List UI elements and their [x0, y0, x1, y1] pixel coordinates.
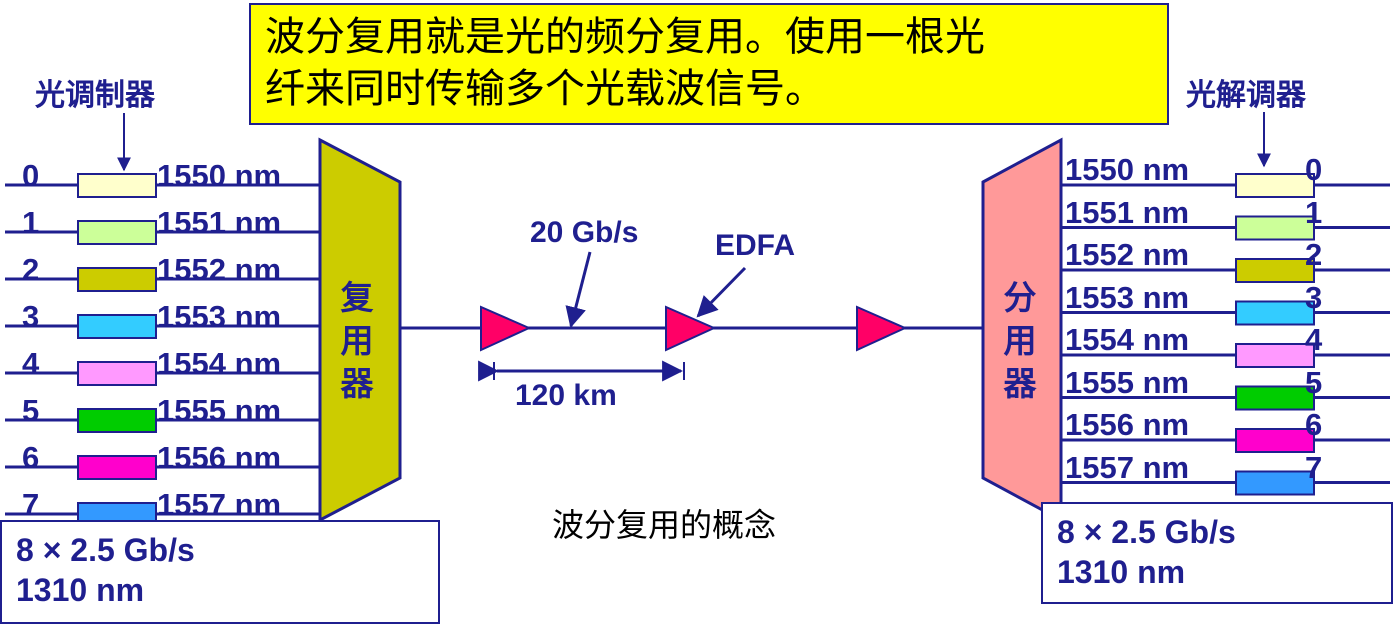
input-channel-wavelength: 1554 nm [157, 346, 282, 381]
output-channel-wavelength: 1553 nm [1065, 279, 1190, 315]
input-spec-box: 8 × 2.5 Gb/s 1310 nm [0, 520, 440, 624]
input-channel-wavelength: 1551 nm [157, 205, 282, 240]
output-channel-index: 2 [1305, 237, 1323, 272]
output-channel-index: 0 [1305, 152, 1323, 187]
input-channel-wavelength: 1556 nm [157, 440, 282, 475]
modulator-box-3 [77, 314, 157, 339]
demodulator-box-4 [1235, 343, 1315, 368]
demultiplexer-label: 分用器 [1003, 279, 1037, 402]
input-fiber-lines [5, 183, 320, 516]
modulator-box-0 [77, 173, 157, 198]
output-channel-index: 7 [1305, 449, 1323, 485]
demodulator-box-3 [1235, 300, 1315, 326]
modulator-boxes [77, 173, 157, 527]
demodulator-boxes [1235, 173, 1315, 496]
output-channel-wavelength: 1556 nm [1065, 407, 1190, 442]
output-spec-rate: 8 × 2.5 Gb/s [1057, 514, 1236, 550]
input-channel-wavelength: 1550 nm [157, 158, 282, 193]
link-rate-label: 20 Gb/s [530, 216, 639, 249]
output-channel-wavelength: 1555 nm [1065, 364, 1190, 400]
output-fiber-lines [1061, 183, 1390, 484]
input-channel-index: 6 [22, 440, 40, 475]
figure-caption: 波分复用的概念 [552, 506, 777, 544]
edfa-label: EDFA [715, 229, 796, 262]
output-channel-wavelength: 1551 nm [1065, 194, 1190, 230]
title-line-2: 纤来同时传输多个光载波信号。 [265, 66, 825, 112]
modulator-label: 光调制器 [35, 79, 155, 112]
span-length-label: 120 km [515, 379, 617, 412]
demodulator-box-0 [1235, 173, 1315, 198]
edfa-amplifier-3 [856, 305, 908, 352]
input-channel-index: 1 [22, 205, 40, 240]
output-channel-index: 1 [1305, 194, 1323, 230]
input-spec-rate: 8 × 2.5 Gb/s [16, 532, 195, 568]
output-channel-index: 6 [1305, 407, 1323, 442]
title-line-1: 波分复用就是光的频分复用。使用一根光 [265, 14, 985, 60]
modulator-box-5 [77, 408, 157, 433]
input-channel-index: 7 [22, 487, 40, 522]
input-channel-wavelength: 1557 nm [157, 487, 282, 522]
output-channel-index: 4 [1305, 322, 1323, 357]
input-channel-index: 4 [22, 346, 40, 381]
output-channel-wavelength: 1552 nm [1065, 237, 1190, 272]
output-channel-index: 5 [1305, 364, 1323, 400]
span-dimension [478, 360, 685, 382]
modulator-box-6 [77, 455, 157, 480]
input-channel-index: 0 [22, 158, 40, 193]
output-channel-wavelength: 1550 nm [1065, 152, 1190, 187]
input-channel-index: 5 [22, 393, 40, 428]
demodulator-label: 光解调器 [1186, 79, 1306, 112]
demodulator-box-6 [1235, 428, 1315, 453]
demodulator-box-2 [1235, 258, 1315, 283]
edfa-pointer-arrow [696, 266, 747, 318]
multiplexer-label: 复用器 [340, 279, 374, 402]
demodulator-box-5 [1235, 385, 1315, 411]
input-channel-wavelength: 1552 nm [157, 252, 282, 287]
input-channel-index: 3 [22, 299, 40, 334]
input-channel-wavelength: 1553 nm [157, 299, 282, 334]
input-channel-wavelength: 1555 nm [157, 393, 282, 428]
edfa-amplifier-2 [665, 305, 717, 352]
output-channel-wavelength: 1554 nm [1065, 322, 1190, 357]
input-channel-index: 2 [22, 252, 40, 287]
output-channel-index: 3 [1305, 279, 1323, 315]
modulator-box-2 [77, 267, 157, 292]
output-spec-wavelength: 1310 nm [1057, 554, 1186, 590]
multiplexer-shape [318, 137, 402, 523]
demodulator-box-1 [1235, 215, 1315, 241]
output-spec-box: 8 × 2.5 Gb/s 1310 nm [1041, 502, 1393, 604]
modulator-box-4 [77, 361, 157, 386]
input-spec-wavelength: 1310 nm [16, 572, 145, 608]
rate-pointer-arrow [565, 251, 592, 329]
title-box: 波分复用就是光的频分复用。使用一根光 纤来同时传输多个光载波信号。 [249, 3, 1169, 125]
demodulator-box-7 [1235, 470, 1315, 496]
modulator-box-1 [77, 220, 157, 245]
edfa-amplifier-1 [480, 305, 532, 352]
output-channel-wavelength: 1557 nm [1065, 449, 1190, 485]
